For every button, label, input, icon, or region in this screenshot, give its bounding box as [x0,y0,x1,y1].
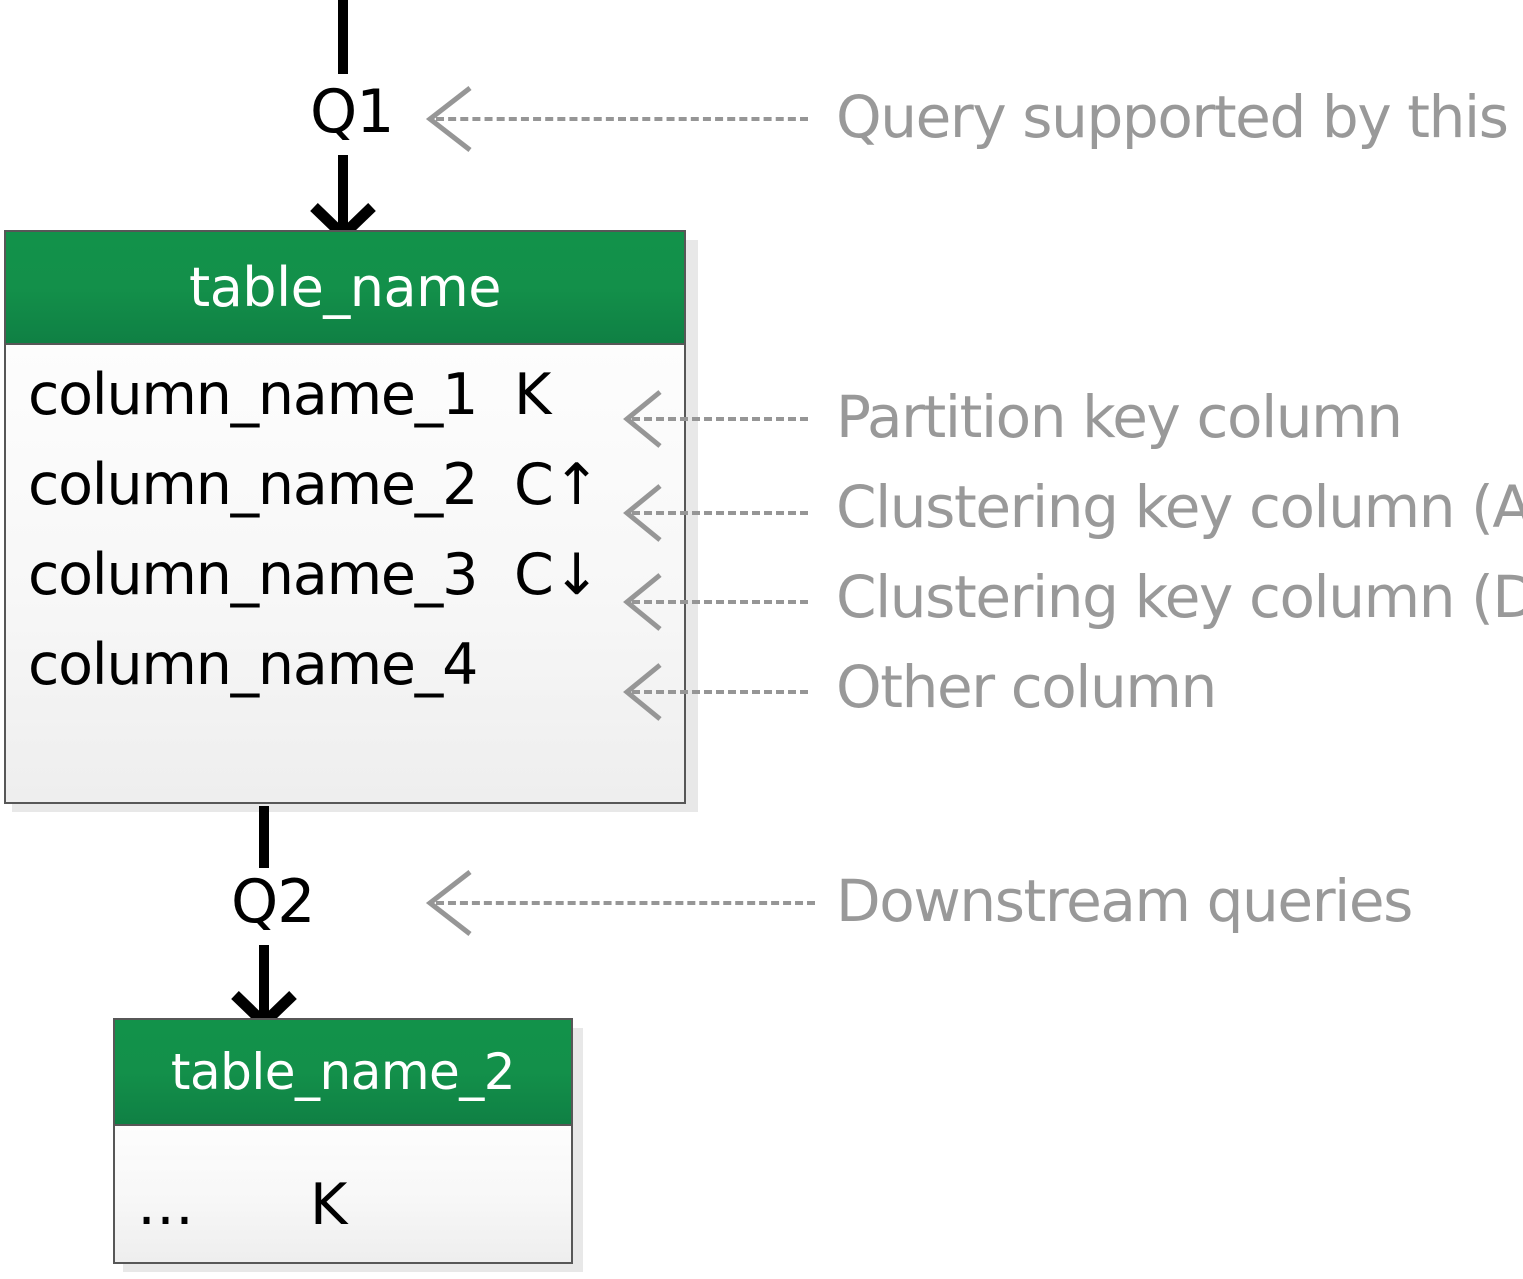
column-name: column_name_4 [28,632,478,698]
callout-arrowhead-other-icon [623,663,662,721]
annotation-query-supported: Query supported by this table [836,83,1523,151]
table-2: table_name_2 … K [113,1018,573,1264]
callout-line-clustering-desc [632,600,808,604]
table-2-name: table_name_2 [170,1043,516,1101]
column-name: column_name_2 [28,452,478,518]
q2-outgoing-line [259,806,269,868]
q2-arrow-down-icon [231,945,297,1027]
callout-arrowhead-query-icon [425,86,472,152]
table-2-body: … K [113,1126,573,1264]
column-kind: K [310,1172,347,1238]
column-kind: C↓ [514,542,601,608]
callout-arrowhead-partition-icon [623,390,662,448]
column-name: column_name_3 [28,542,478,608]
callout-arrowhead-clustering-asc-icon [623,484,662,542]
annotation-clustering-asc: Clustering key column (ASC) [836,473,1523,541]
callout-line-clustering-asc [632,511,808,515]
callout-arrowhead-downstream-icon [425,870,472,936]
q2-label: Q2 [231,867,315,937]
column-name: … [137,1172,194,1238]
q1-label: Q1 [310,77,394,147]
column-kind: K [514,362,551,428]
q1-incoming-line [338,0,348,74]
callout-line-downstream [436,901,815,905]
table-1-body: column_name_1 K column_name_2 C↑ column_… [4,345,686,804]
table-1-name: table_name [189,256,501,319]
callout-line-other [632,690,808,694]
annotation-partition-key: Partition key column [836,383,1403,451]
column-kind: C↑ [514,452,601,518]
callout-line-query [436,117,808,121]
annotation-clustering-desc: Clustering key column (DESC) [836,563,1523,631]
callout-line-partition [632,417,808,421]
table-2-header: table_name_2 [113,1018,573,1126]
annotation-downstream-queries: Downstream queries [836,867,1413,935]
table-1: table_name column_name_1 K column_name_2… [4,230,686,804]
table-1-header: table_name [4,230,686,345]
callout-arrowhead-clustering-desc-icon [623,573,662,631]
q1-arrow-down-icon [310,155,376,240]
column-name: column_name_1 [28,362,478,428]
annotation-other-column: Other column [836,653,1217,721]
